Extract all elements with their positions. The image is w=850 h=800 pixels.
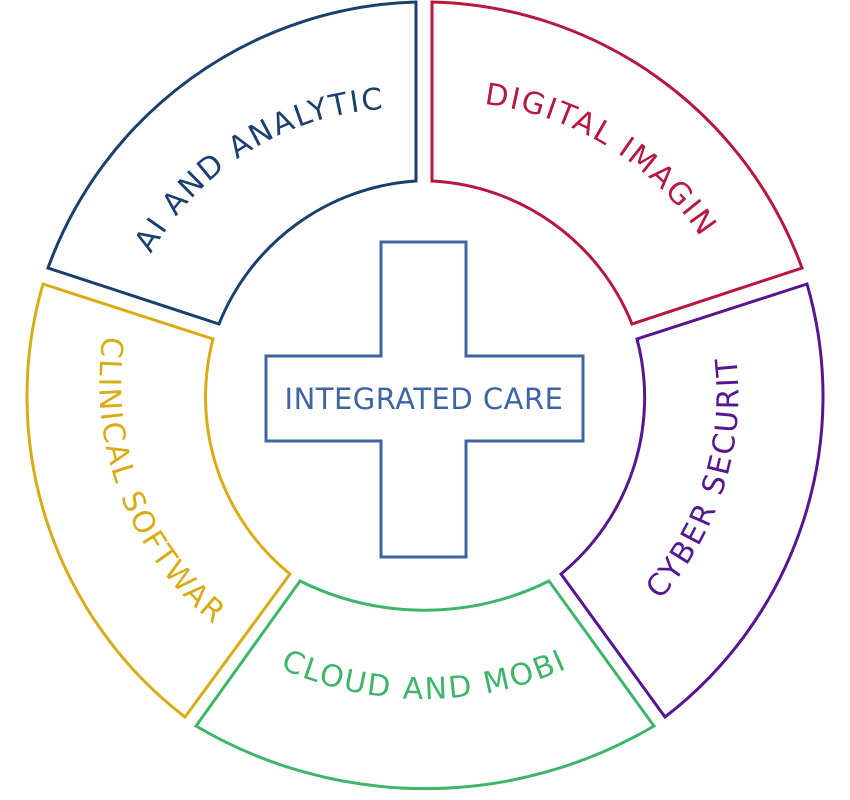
segment-clinical-software-outline — [25, 282, 293, 720]
segment-clinical-software: CLINICAL SOFTWARE — [0, 0, 293, 720]
segment-digital-imaging-outline — [430, 0, 804, 326]
segment-digital-imaging: DIGITAL IMAGING — [0, 0, 804, 326]
segment-digital-imaging-label: DIGITAL IMAGING — [0, 0, 724, 243]
segment-ai-and-analytics: AI AND ANALYTICS — [0, 0, 418, 326]
segment-cloud-and-mobile-outline — [193, 579, 657, 791]
segment-ai-and-analytics-label: AI AND ANALYTICS — [0, 0, 386, 258]
segment-ai-and-analytics-outline — [46, 0, 418, 326]
center-label: INTEGRATED CARE — [285, 382, 564, 416]
cross-shape — [264, 240, 585, 559]
segment-cyber-security-outline — [558, 282, 825, 720]
integrated-care-cross: INTEGRATED CARE — [264, 240, 585, 559]
